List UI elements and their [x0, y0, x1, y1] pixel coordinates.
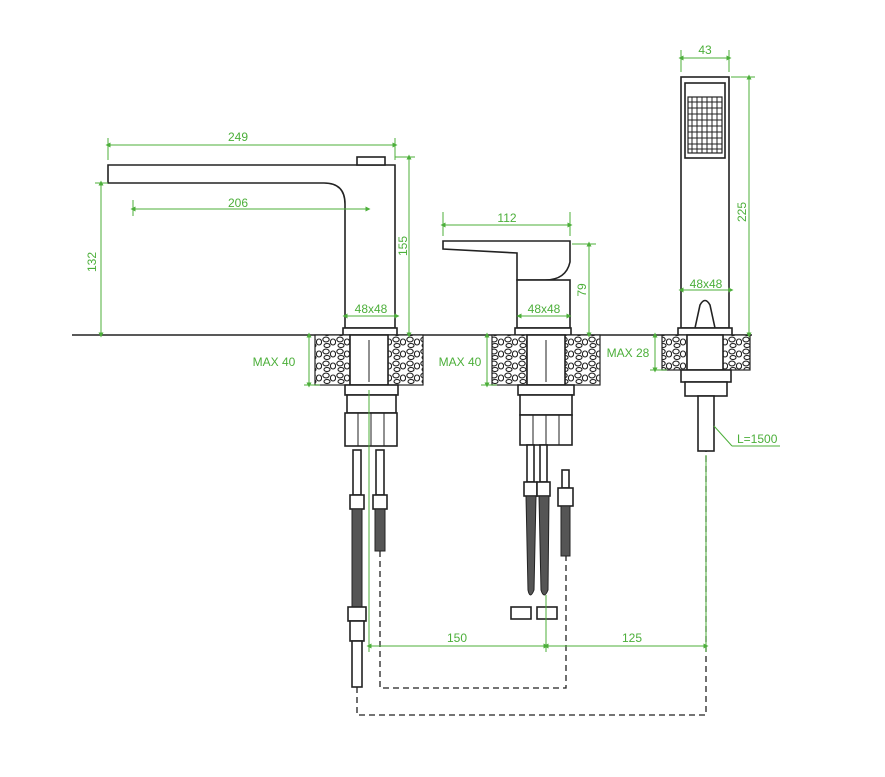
dim-spout-reach: 206	[228, 196, 248, 210]
dim-mixer-lever: 112	[497, 211, 516, 225]
mixer	[442, 240, 601, 620]
dim-shower-height: 225	[735, 202, 749, 222]
dim-shower-width: 43	[698, 43, 712, 57]
dim-spacing-2: 125	[622, 631, 642, 645]
dim-spout-base: 48x48	[355, 302, 388, 316]
dim-mixer-height: 79	[575, 283, 589, 297]
dim-spout-body-height: 155	[396, 236, 410, 256]
dim-spout-length: 249	[228, 130, 248, 144]
dim-shower-max-deck: MAX 28	[607, 346, 650, 360]
hand-shower	[661, 76, 751, 452]
spout	[107, 156, 424, 688]
dim-shower-base: 48x48	[690, 277, 723, 291]
dim-hose-length: L=1500	[737, 432, 778, 446]
dim-spacing-1: 150	[447, 631, 467, 645]
dimension-lines	[95, 50, 780, 652]
dim-spout-max-deck: MAX 40	[253, 355, 296, 369]
dim-mixer-base: 48x48	[528, 302, 561, 316]
dim-spout-height: 132	[85, 252, 99, 272]
dim-mixer-max-deck: MAX 40	[439, 355, 482, 369]
connection-dashed-2	[356, 451, 707, 716]
shower-nozzle-grid	[687, 96, 723, 154]
connection-dashed-1	[379, 551, 567, 689]
